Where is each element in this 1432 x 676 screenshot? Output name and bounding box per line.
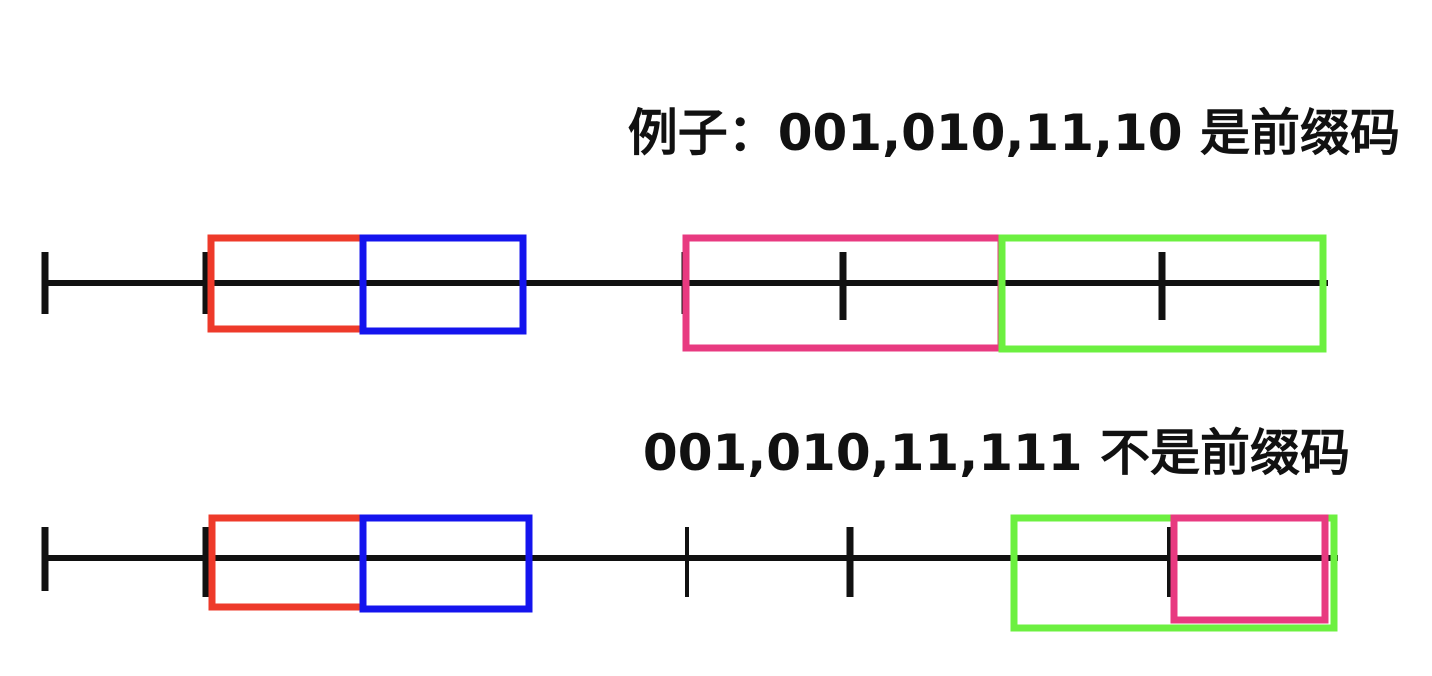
interval-box-001 (208, 514, 367, 611)
interval-box-010 (359, 514, 533, 613)
interval-box-111 (1170, 514, 1329, 624)
number-line-prefix (41, 234, 1328, 353)
caption-not-prefix-example: 001,010,11,111 不是前缀码 (642, 424, 1350, 482)
caption-prefix-example: 例子：001,010,11,10 是前缀码 (627, 104, 1400, 162)
interval-box-10 (998, 234, 1327, 353)
number-line-not-prefix (41, 514, 1338, 632)
interval-box-010 (359, 234, 527, 335)
